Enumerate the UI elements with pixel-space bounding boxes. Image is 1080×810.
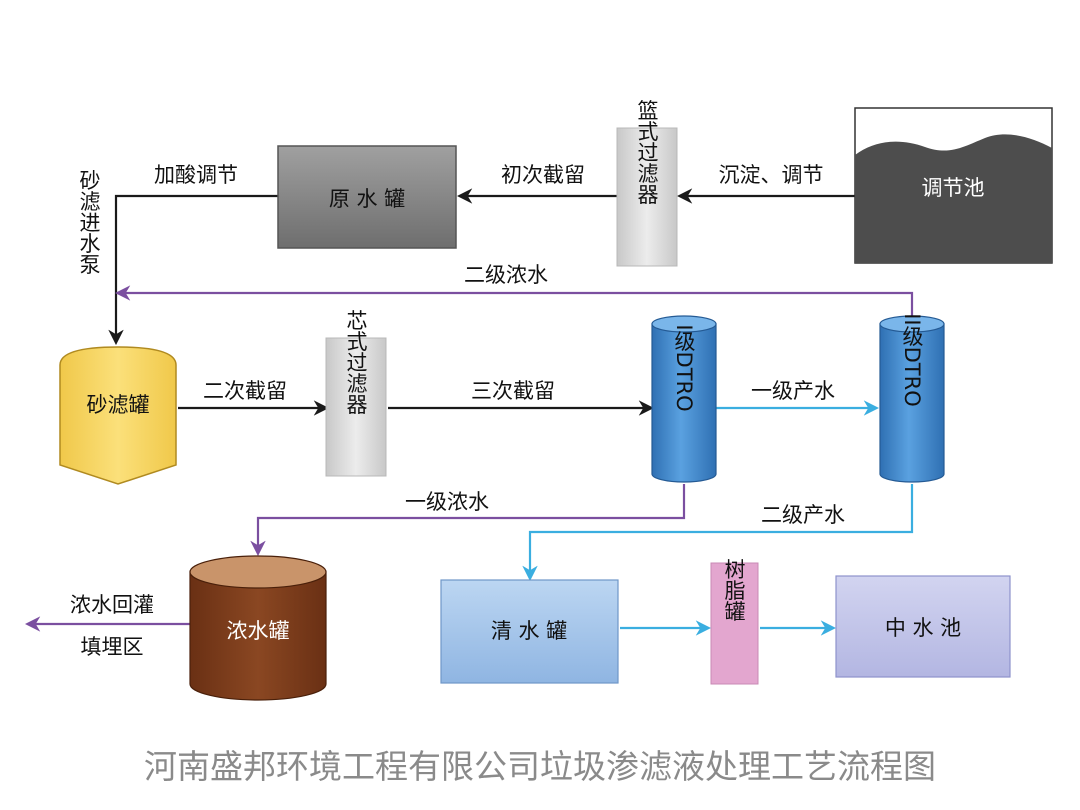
- edge-label-huiguan: 浓水回灌: [70, 593, 154, 617]
- edge-label-chuci: 初次截留: [501, 163, 585, 187]
- node-lanshi-label: 篮式过滤器: [635, 100, 659, 205]
- edge-label-chendian: 沉淀、调节: [719, 163, 824, 187]
- node-shalv-label: 砂滤罐: [87, 393, 150, 417]
- edge-label-shalv-pump: 砂滤进水泵: [77, 170, 101, 275]
- edge-label-erji-nongshui: 二级浓水: [464, 263, 548, 287]
- node-qingshui-label: 清 水 罐: [491, 619, 567, 643]
- node-qingshui-tank: 清 水 罐: [440, 579, 619, 684]
- node-zhongshui-label: 中 水 池: [885, 616, 961, 640]
- node-nongshui-tank: 浓水罐: [189, 555, 327, 701]
- node-shuzhi-tank: 树脂罐: [710, 559, 759, 685]
- diagram-caption: 河南盛邦环境工程有限公司垃圾渗滤液处理工艺流程图: [144, 747, 936, 786]
- node-yuanshui-label: 原 水 罐: [329, 187, 405, 211]
- edge-label-erci: 二次截留: [203, 379, 287, 403]
- flow-erji-nongshui-return: [114, 285, 914, 318]
- node-dtro1: I级DTRO: [651, 315, 717, 483]
- edge-label-sanci: 三次截留: [471, 379, 555, 403]
- edge-label-tianmai: 填埋区: [81, 635, 144, 659]
- node-shalv-tank: 砂滤罐: [59, 346, 177, 485]
- node-dtro1-label: I级DTRO: [672, 324, 696, 411]
- flow-dtro1-to-nongshui: [250, 484, 686, 557]
- node-xinshi-label: 芯式过滤器: [344, 310, 368, 415]
- node-dtro2: II级DTRO: [879, 313, 945, 483]
- node-dtro2-label: II级DTRO: [900, 313, 924, 407]
- node-zhongshui-chi: 中 水 池: [835, 575, 1011, 678]
- node-xinshi-filter: 芯式过滤器: [325, 310, 387, 477]
- flow-yuanshui-to-shalv: [108, 194, 278, 346]
- node-tiaojiechi: 调节池: [854, 107, 1053, 264]
- edge-label-yiji-chanshui: 一级产水: [751, 379, 835, 403]
- node-tiaojiechi-label: 调节池: [922, 176, 985, 200]
- edge-label-erji-chanshui: 二级产水: [761, 503, 845, 527]
- edge-label-yiji-nongshui: 一级浓水: [405, 490, 489, 514]
- node-nongshui-label: 浓水罐: [227, 619, 290, 643]
- edge-label-jiasuan: 加酸调节: [154, 163, 238, 187]
- node-lanshi-filter: 篮式过滤器: [616, 100, 678, 267]
- node-yuanshui-tank: 原 水 罐: [277, 145, 457, 249]
- node-shuzhi-label: 树脂罐: [722, 559, 746, 622]
- flow-dtro2-to-qingshui: [522, 484, 914, 582]
